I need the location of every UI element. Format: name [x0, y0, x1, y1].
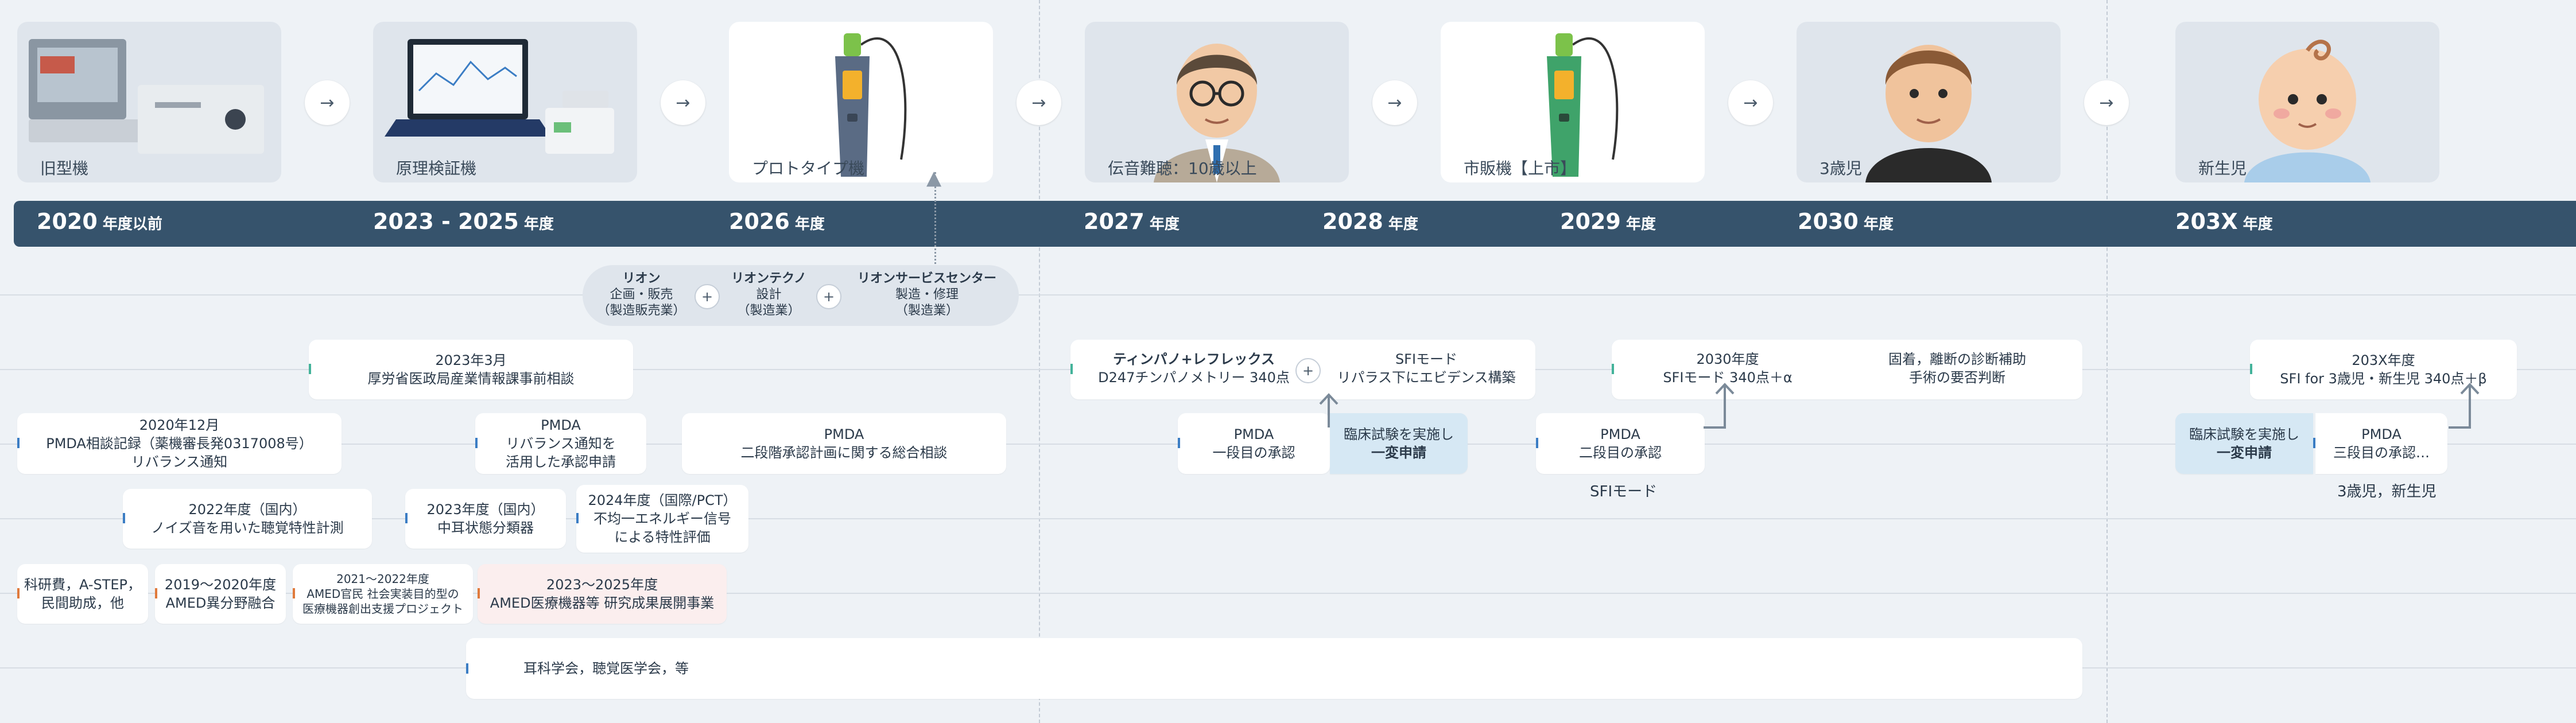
arrow-right-icon: →	[1728, 80, 1773, 125]
arrow-right-icon: →	[1017, 80, 1061, 125]
phase-divider	[2106, 0, 2108, 723]
track-line	[0, 593, 2576, 594]
year-bar	[14, 201, 2576, 247]
funding-kaken-box: 科研費，A-STEP，民間助成，他	[17, 564, 148, 624]
plus-icon: +	[816, 284, 841, 309]
year-label: 2027 年度	[1084, 209, 1180, 234]
arrow-right-icon: →	[2084, 80, 2129, 125]
arrow-right-icon: →	[305, 80, 350, 125]
up-arrow-icon	[2449, 383, 2480, 429]
track-line	[0, 518, 2576, 519]
legacy-device-card: 旧型機	[17, 22, 281, 182]
patent-2024-box: 2024年度（国際/PCT）不均一エネルギー信号による特性評価	[576, 485, 748, 553]
connector-dotted	[934, 172, 936, 264]
baby-avatar	[2244, 40, 2371, 182]
up-arrow-icon	[1704, 383, 1735, 429]
timeline-marker	[1612, 364, 1614, 374]
image-caption: 旧型機	[40, 159, 89, 178]
image-caption: 新生児	[2198, 159, 2247, 178]
timeline-marker	[293, 588, 295, 598]
prototype-device-card: プロトタイプ機	[729, 22, 993, 182]
timeline-marker	[466, 663, 468, 674]
timeline-marker	[123, 513, 125, 523]
partner-rion-techno: リオンテクノ 設計 （製造業）	[731, 271, 806, 318]
adult-avatar-card: 伝音難聴：10歳以上	[1085, 22, 1349, 182]
baby-avatar-card: 新生児	[2175, 22, 2439, 182]
clinical-trial-box-2: 臨床試験を実施し一変申請	[2175, 413, 2313, 474]
image-caption: 3歳児	[1820, 159, 1862, 178]
year-label: 2028 年度	[1322, 209, 1418, 234]
arrow-right-icon: →	[1372, 80, 1417, 125]
commercial-device-card: 市販機【上市】	[1441, 22, 1705, 182]
children-note: 3歳児，新生児	[2337, 483, 2437, 500]
sfi-mode-note: SFIモード	[1590, 483, 1658, 500]
partner-rion: リオン 企画・販売 （製造販売業）	[597, 271, 686, 318]
timeline-marker	[17, 588, 20, 598]
partner-rion-service: リオンサービスセンター 製造・修理 （製造業）	[857, 271, 996, 318]
child-avatar	[1865, 45, 1992, 182]
child-avatar-card: 3歳児	[1797, 22, 2061, 182]
timeline-marker	[1178, 438, 1180, 448]
year-label: 2020 年度以前	[37, 209, 162, 234]
fixation-diagnosis-label: 固着，離断の診断補助手術の要否判断	[1888, 351, 2026, 386]
handheld-prototype-image	[835, 33, 907, 177]
up-arrow-icon: ▲	[926, 166, 942, 189]
image-caption: プロトタイプ機	[752, 159, 865, 178]
laptop-device-image	[385, 39, 614, 154]
timeline-marker	[2250, 364, 2252, 374]
image-caption: 伝音難聴：10歳以上	[1108, 159, 1257, 178]
timeline-marker	[1536, 438, 1538, 448]
timeline-marker	[478, 588, 480, 598]
laptop-device-card: 原理検証機	[373, 22, 637, 182]
timeline-marker	[1070, 364, 1073, 374]
year-label: 203X 年度	[2175, 209, 2273, 234]
adult-man-avatar	[1154, 44, 1280, 182]
timeline-marker	[17, 438, 20, 448]
track-line	[0, 294, 2576, 296]
sfi-2030-box	[1612, 340, 2082, 399]
handheld-commercial-image	[1547, 33, 1619, 177]
year-label: 2029 年度	[1560, 209, 1656, 234]
image-caption: 原理検証機	[396, 159, 477, 178]
timeline-marker	[576, 513, 579, 523]
patent-2023-box: 2023年度（国内）中耳状態分類器	[405, 489, 566, 549]
arrow-right-icon: →	[661, 80, 705, 125]
plus-icon: +	[695, 284, 720, 309]
timeline-marker	[405, 513, 408, 523]
year-label: 2026 年度	[729, 209, 825, 234]
timeline-marker	[309, 364, 311, 374]
legacy-device-image	[29, 39, 264, 154]
year-label: 2023 - 2025 年度	[373, 209, 554, 234]
year-label: 2030 年度	[1798, 209, 1894, 234]
partner-group	[583, 265, 1019, 326]
mhlw-consultation-box: 2023年3月厚労省医政局産業情報課事前相談	[309, 340, 633, 399]
plus-icon: +	[1295, 358, 1321, 383]
patent-2022-box: 2022年度（国内）ノイズ音を用いた聴覚特性計測	[123, 489, 372, 549]
clinical-trial-box: 臨床試験を実施し一変申請	[1330, 413, 1468, 474]
academic-society-box: 耳科学会，聴覚医学会，等	[466, 638, 2082, 699]
image-caption: 市販機【上市】	[1464, 159, 1577, 178]
phase-divider	[1039, 0, 1040, 723]
timeline-marker	[2313, 438, 2315, 448]
timeline-marker	[475, 438, 478, 448]
up-arrow-icon	[1319, 393, 1339, 427]
sfi-mode-label: SFIモードリパラス下にエビデンス構築	[1337, 351, 1516, 386]
timeline-marker	[155, 588, 157, 598]
